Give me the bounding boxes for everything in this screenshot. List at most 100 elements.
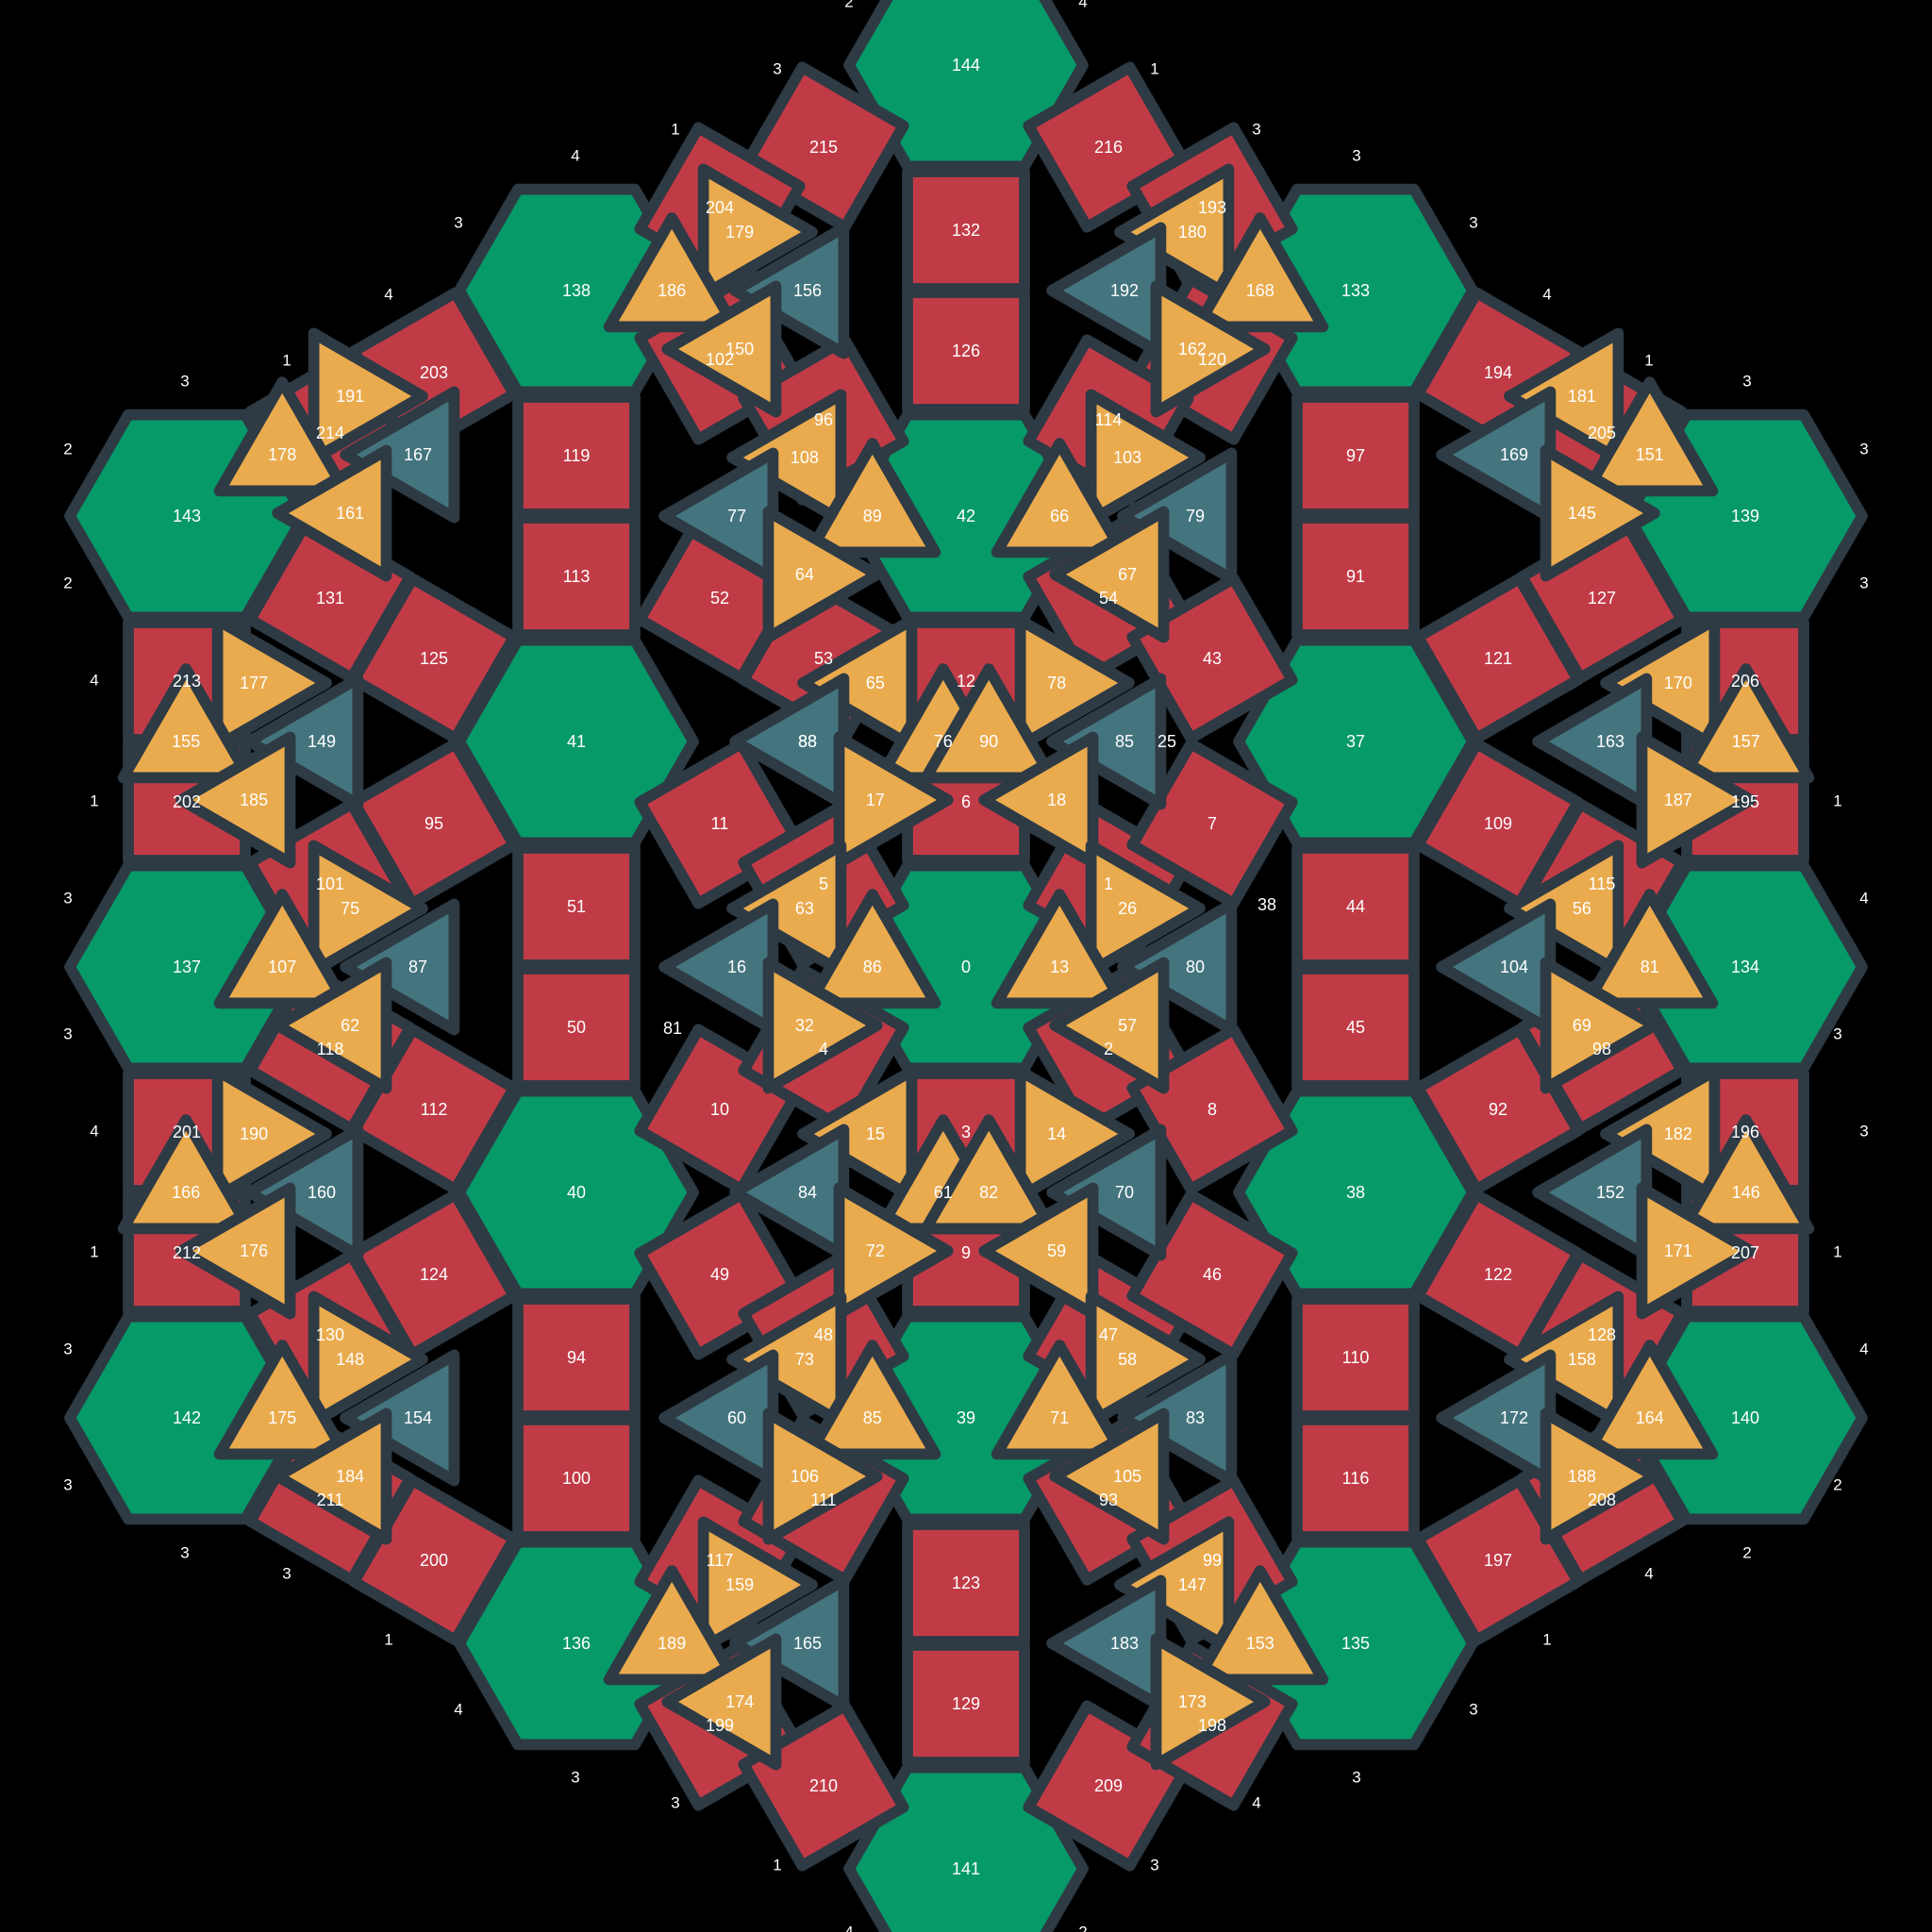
triangle-tile[interactable]: [661, 1633, 782, 1771]
triangle-tile[interactable]: [1046, 673, 1167, 810]
triangle-tile[interactable]: [1085, 1291, 1206, 1428]
triangle-tile[interactable]: [1150, 1633, 1271, 1771]
triangle-tile[interactable]: [1117, 1349, 1238, 1487]
square-tile[interactable]: [512, 842, 641, 971]
triangle-tile[interactable]: [729, 1574, 850, 1712]
triangle-tile[interactable]: [1581, 889, 1719, 1009]
triangle-tile[interactable]: [1636, 1182, 1757, 1320]
triangle-tile[interactable]: [213, 889, 351, 1009]
triangle-tile[interactable]: [1504, 327, 1624, 465]
square-tile[interactable]: [348, 1024, 520, 1195]
triangle-tile[interactable]: [272, 957, 392, 1094]
triangle-tile[interactable]: [726, 389, 847, 526]
triangle-tile[interactable]: [308, 327, 428, 465]
triangle-tile[interactable]: [211, 614, 332, 752]
triangle-tile[interactable]: [804, 1340, 941, 1460]
triangle-tile[interactable]: [978, 731, 1099, 869]
triangle-tile[interactable]: [1504, 840, 1624, 977]
square-tile[interactable]: [512, 512, 641, 641]
triangle-tile[interactable]: [978, 1182, 1099, 1320]
triangle-tile[interactable]: [1600, 614, 1721, 752]
triangle-tile[interactable]: [340, 1349, 460, 1487]
triangle-tile[interactable]: [920, 663, 1058, 784]
triangle-tile[interactable]: [991, 889, 1128, 1009]
triangle-tile[interactable]: [1540, 957, 1660, 1094]
triangle-tile[interactable]: [1049, 957, 1170, 1094]
triangle-tile[interactable]: [1114, 163, 1235, 301]
triangle-tile[interactable]: [797, 614, 918, 752]
triangle-tile[interactable]: [797, 1065, 918, 1203]
triangle-tile[interactable]: [991, 1340, 1128, 1460]
triangle-tile[interactable]: [762, 957, 883, 1094]
square-tile[interactable]: [348, 1474, 520, 1646]
triangle-tile[interactable]: [726, 840, 847, 977]
triangle-tile[interactable]: [1600, 1065, 1721, 1203]
square-tile[interactable]: [1291, 1293, 1420, 1422]
square-tile[interactable]: [902, 1640, 1030, 1768]
square-tile[interactable]: [1126, 738, 1298, 909]
square-tile[interactable]: [902, 1519, 1030, 1647]
triangle-tile[interactable]: [920, 1114, 1058, 1235]
triangle-tile[interactable]: [603, 212, 741, 333]
triangle-tile[interactable]: [1540, 1407, 1660, 1545]
square-tile[interactable]: [512, 391, 641, 520]
square-tile[interactable]: [1126, 573, 1298, 744]
triangle-tile[interactable]: [213, 376, 351, 497]
triangle-tile[interactable]: [117, 1114, 255, 1235]
triangle-tile[interactable]: [804, 889, 941, 1009]
square-tile[interactable]: [1126, 1189, 1298, 1360]
triangle-tile[interactable]: [1114, 1516, 1235, 1654]
square-tile[interactable]: [512, 963, 641, 1091]
square-tile[interactable]: [348, 573, 520, 744]
square-tile[interactable]: [1412, 1189, 1584, 1360]
triangle-tile[interactable]: [762, 1407, 883, 1545]
triangle-tile[interactable]: [308, 840, 428, 977]
square-tile[interactable]: [1291, 963, 1420, 1091]
triangle-tile[interactable]: [1581, 1340, 1719, 1460]
triangle-tile[interactable]: [117, 663, 255, 784]
triangle-tile[interactable]: [1636, 731, 1757, 869]
triangle-tile[interactable]: [1677, 1114, 1815, 1235]
square-tile[interactable]: [1412, 573, 1584, 744]
triangle-tile[interactable]: [726, 1291, 847, 1428]
square-tile[interactable]: [512, 1414, 641, 1542]
triangle-tile[interactable]: [1117, 898, 1238, 1036]
triangle-tile[interactable]: [833, 731, 954, 869]
triangle-tile[interactable]: [175, 1182, 296, 1320]
triangle-tile[interactable]: [213, 1340, 351, 1460]
triangle-tile[interactable]: [175, 731, 296, 869]
triangle-tile[interactable]: [729, 222, 850, 359]
square-tile[interactable]: [1412, 1474, 1584, 1646]
triangle-tile[interactable]: [243, 1124, 364, 1261]
square-tile[interactable]: [1291, 512, 1420, 641]
triangle-tile[interactable]: [1117, 447, 1238, 585]
square-tile[interactable]: [738, 1700, 909, 1872]
triangle-tile[interactable]: [697, 1516, 818, 1654]
triangle-tile[interactable]: [603, 1565, 741, 1686]
triangle-tile[interactable]: [1085, 840, 1206, 977]
triangle-tile[interactable]: [272, 444, 392, 582]
square-tile[interactable]: [1126, 1024, 1298, 1195]
triangle-tile[interactable]: [1677, 663, 1815, 784]
triangle-tile[interactable]: [697, 163, 818, 301]
triangle-tile[interactable]: [308, 1291, 428, 1428]
triangle-tile[interactable]: [340, 386, 460, 524]
triangle-tile[interactable]: [804, 438, 941, 558]
triangle-tile[interactable]: [762, 506, 883, 643]
triangle-tile[interactable]: [272, 1407, 392, 1545]
triangle-tile[interactable]: [1581, 376, 1719, 497]
triangle-tile[interactable]: [1191, 212, 1329, 333]
triangle-tile[interactable]: [1014, 614, 1135, 752]
triangle-tile[interactable]: [1504, 1291, 1624, 1428]
triangle-tile[interactable]: [1540, 444, 1660, 582]
square-tile[interactable]: [512, 1293, 641, 1422]
triangle-tile[interactable]: [1014, 1065, 1135, 1203]
square-tile[interactable]: [902, 166, 1030, 294]
triangle-tile[interactable]: [1049, 1407, 1170, 1545]
square-tile[interactable]: [902, 287, 1030, 415]
triangle-tile[interactable]: [243, 673, 364, 810]
square-tile[interactable]: [1291, 1414, 1420, 1542]
triangle-tile[interactable]: [211, 1065, 332, 1203]
triangle-tile[interactable]: [1150, 280, 1271, 418]
triangle-tile[interactable]: [340, 898, 460, 1036]
